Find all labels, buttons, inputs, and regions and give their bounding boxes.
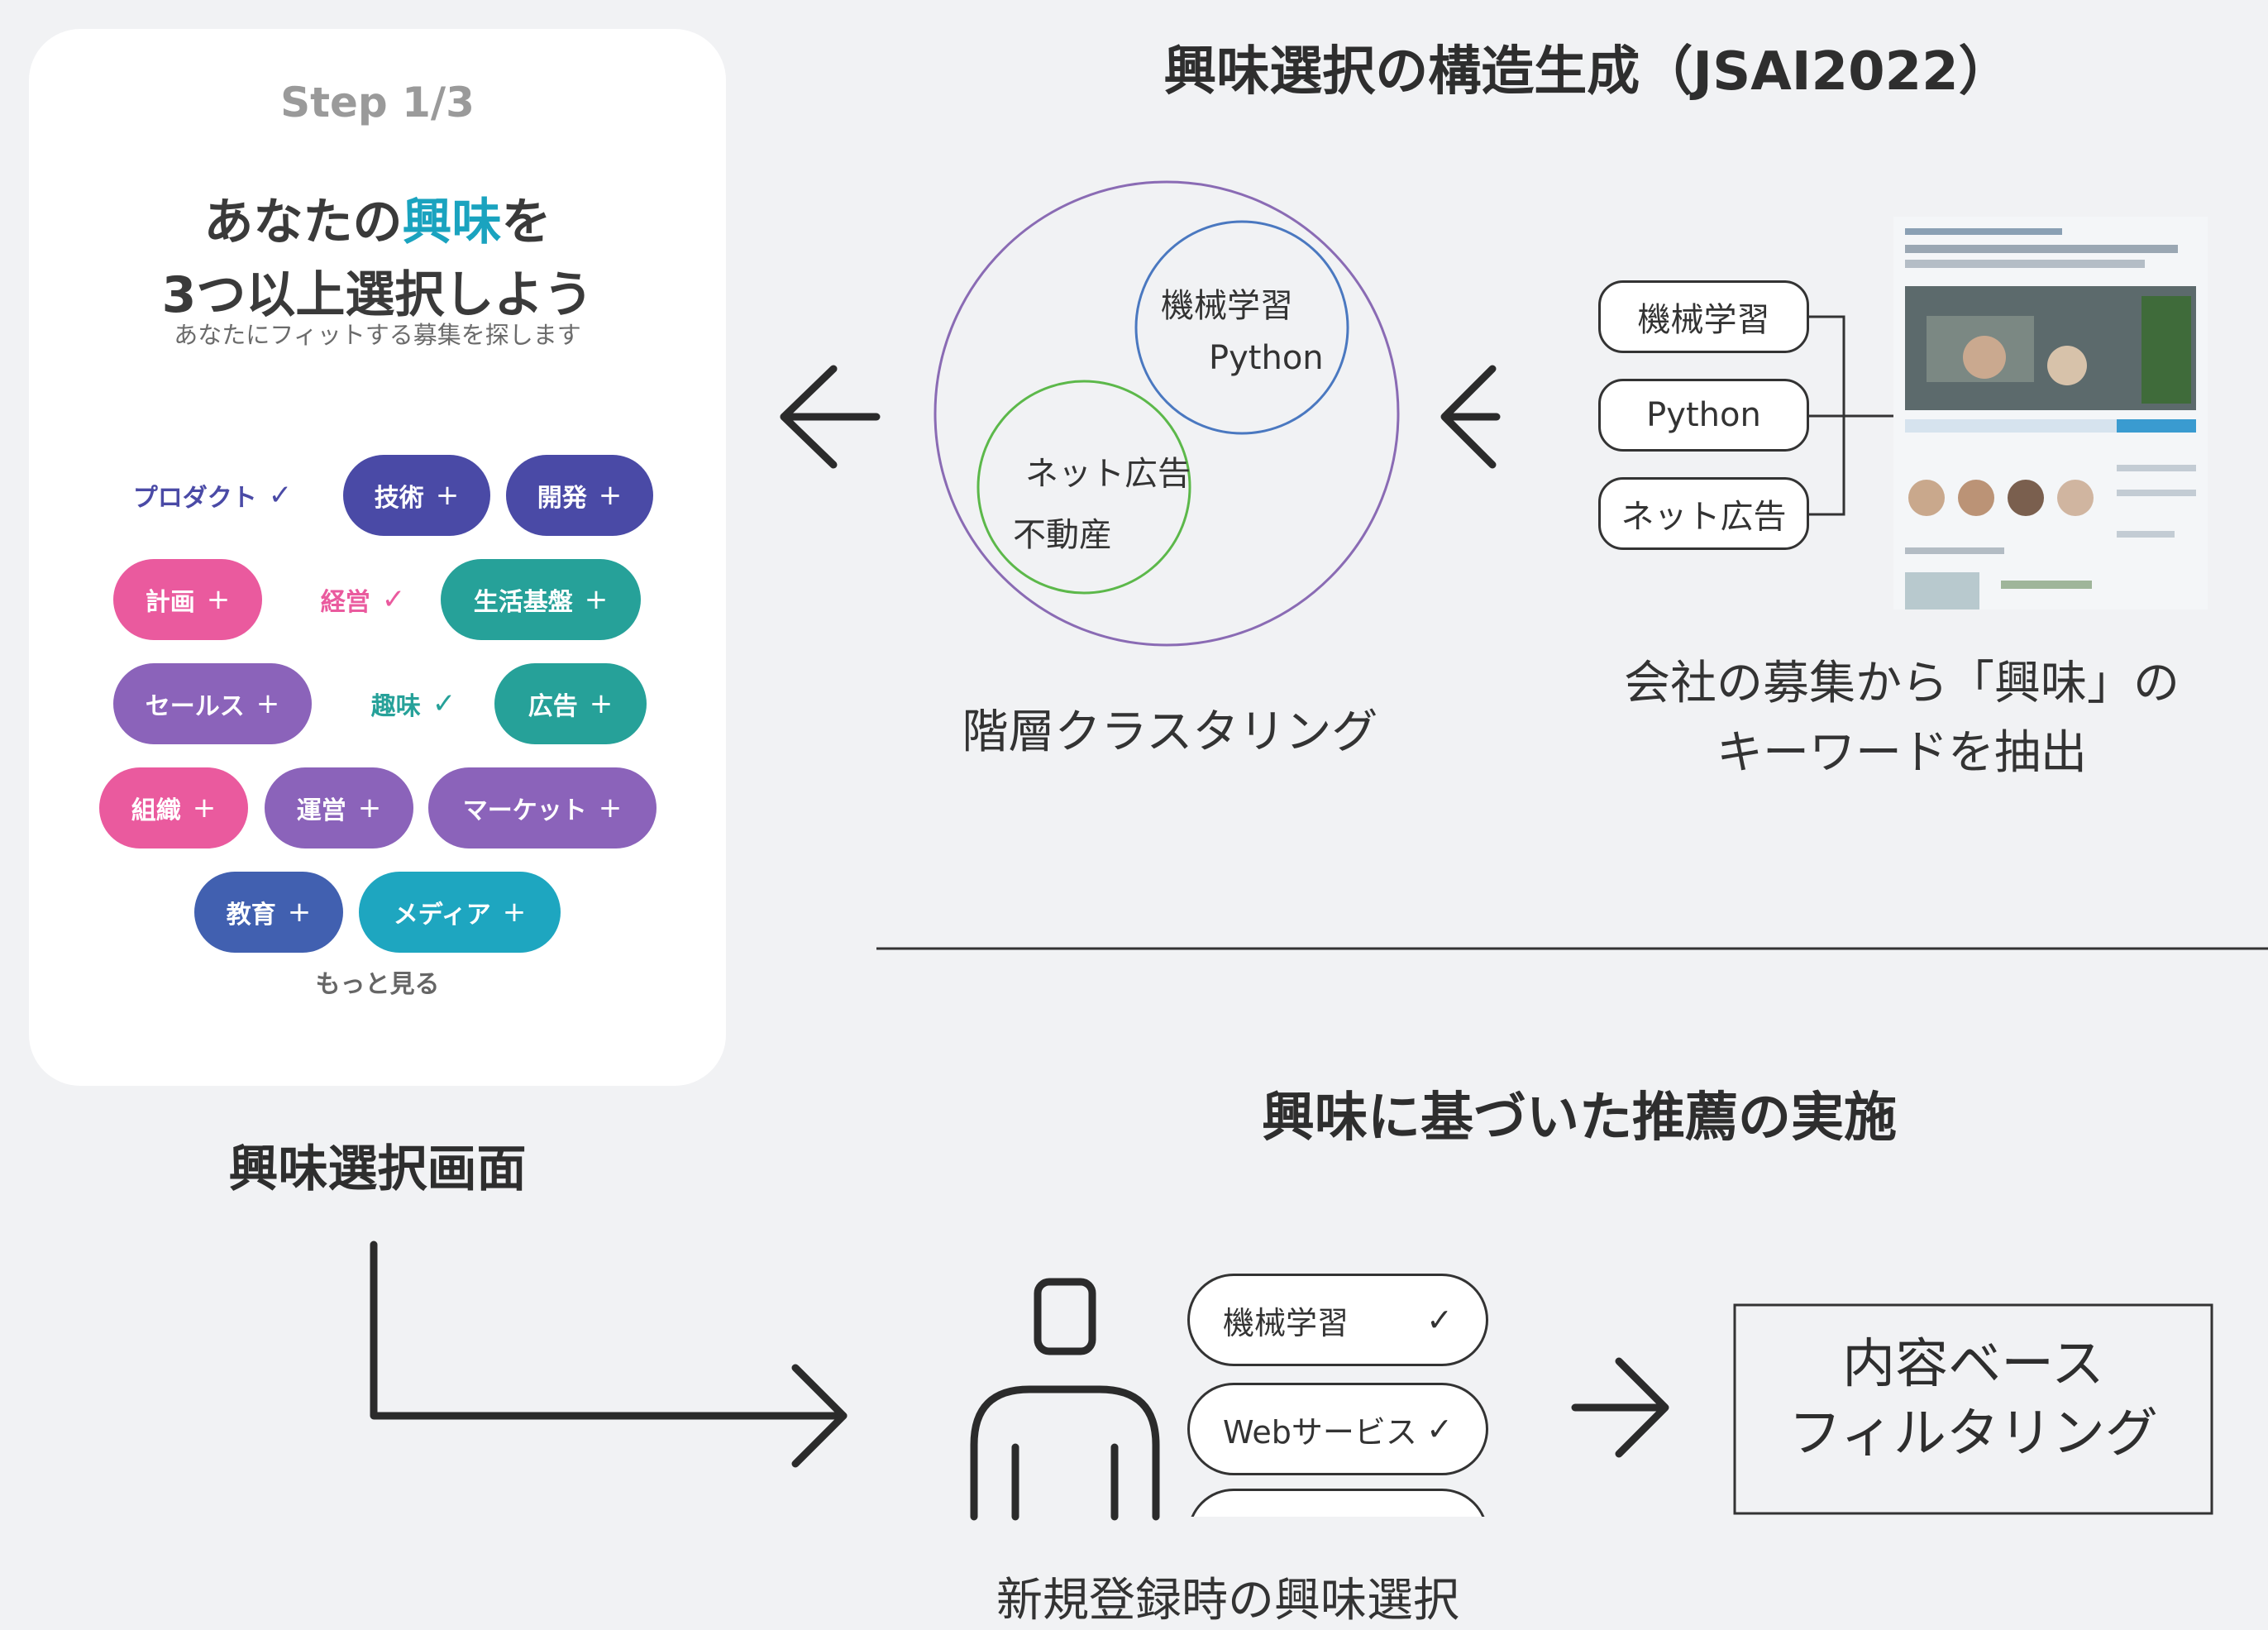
- check-icon: ✓: [381, 583, 406, 616]
- cluster-caption: 階層クラスタリング: [962, 705, 1378, 759]
- keyword-bracket: [1809, 315, 1893, 516]
- interest-chip[interactable]: 運営 +: [265, 767, 413, 848]
- plus-icon: +: [287, 896, 312, 929]
- extract-caption-line2: キーワードを抽出: [1717, 726, 2087, 780]
- arrow-left-icon-1: [780, 365, 881, 469]
- check-icon: ✓: [268, 479, 293, 512]
- plus-icon: +: [435, 479, 460, 512]
- cluster-a-circle: [1134, 220, 1349, 435]
- user-icon: [970, 1278, 1160, 1521]
- card-headline: あなたの興味を: [29, 182, 726, 254]
- interest-chip-label: 広告: [528, 692, 578, 721]
- card-subtitle: あなたにフィットする募集を探します: [174, 321, 581, 349]
- interest-chip[interactable]: セールス +: [113, 663, 312, 744]
- plus-icon: +: [589, 687, 614, 720]
- plus-icon: +: [357, 791, 382, 825]
- interest-chip-label: セールス: [145, 692, 245, 721]
- card-caption: 興味選択画面: [228, 1140, 527, 1198]
- circle-a-label-1: 機械学習: [1161, 287, 1293, 325]
- cluster-b-circle: [976, 380, 1191, 595]
- circle-b-label-2: 不動産: [1013, 516, 1112, 554]
- circle-b-label-1: ネット広告: [1025, 455, 1191, 493]
- chip-group: プロダクト ✓ 技術 + 開発 + 計画 + 経営 ✓ 生活基盤 + セールス + 趣味 ✓ 広告 + 組織 + 運営 +…: [29, 29, 726, 1086]
- interest-chip[interactable]: 開発 +: [506, 455, 653, 536]
- selected-interest-label-1: 機械学習: [1223, 1304, 1349, 1341]
- check-icon: ✓: [1426, 1302, 1453, 1338]
- interest-chip-label: 教育: [226, 901, 276, 930]
- headline-pre: あなたの: [203, 194, 403, 251]
- result-line2: フィルタリング: [1788, 1403, 2158, 1465]
- interest-chip[interactable]: 教育 +: [194, 872, 343, 953]
- card-headline-line2: 3つ以上選択しよう: [161, 266, 594, 324]
- plus-icon: +: [598, 791, 623, 825]
- interest-chip[interactable]: 広告 +: [494, 663, 647, 744]
- extract-caption-line1: 会社の募集から「興味」の: [1624, 657, 2180, 710]
- check-icon: ✓: [432, 687, 456, 720]
- show-more-link[interactable]: もっと見る: [315, 970, 440, 999]
- interest-chip[interactable]: マーケット +: [428, 767, 657, 848]
- interest-chip-label: 組織: [131, 796, 181, 825]
- interest-chip[interactable]: 趣味 ✓: [351, 663, 475, 744]
- interest-chip[interactable]: プロダクト ✓: [132, 455, 293, 536]
- interest-chip-label: 生活基盤: [473, 588, 573, 617]
- headline-post: を: [501, 194, 551, 251]
- interest-chip[interactable]: 計画 +: [113, 559, 262, 640]
- interest-chip-label: メディア: [393, 901, 491, 930]
- plus-icon: +: [192, 791, 217, 825]
- interest-chip-label: 経営: [320, 588, 370, 617]
- section1-title: 興味選択の構造生成（JSAI2022）: [1163, 41, 2012, 103]
- interest-chip[interactable]: 経営 ✓: [302, 559, 424, 640]
- interest-chip-label: マーケット: [462, 796, 587, 825]
- interest-chip[interactable]: 組織 +: [99, 767, 248, 848]
- interest-chip-label: 技術: [374, 484, 424, 513]
- cluster-outer-circle: [933, 180, 1400, 647]
- headline-accent: 興味: [402, 194, 502, 251]
- interest-chip-label: 趣味: [370, 692, 421, 721]
- interest-chip[interactable]: 技術 +: [343, 455, 490, 536]
- step-indicator: Step 1/3: [280, 79, 475, 127]
- interest-chip[interactable]: 生活基盤 +: [441, 559, 641, 640]
- job-posting-thumbnail: [1893, 217, 2208, 609]
- keyword-pill-1: 機械学習: [1598, 280, 1809, 353]
- selected-interest-label-2: Webサービス: [1223, 1413, 1417, 1451]
- result-line1: 内容ベース: [1842, 1334, 2104, 1395]
- result-box: [1733, 1303, 2213, 1515]
- selected-interest-pill-2: Webサービス ✓: [1187, 1383, 1488, 1475]
- plus-icon: +: [255, 687, 280, 720]
- arrow-right-icon: [1571, 1357, 1669, 1458]
- user-caption: 新規登録時の興味選択: [996, 1574, 1459, 1628]
- interest-chip-label: 運営: [296, 796, 346, 825]
- result-label: 内容ベース フィルタリング: [1735, 1330, 2212, 1469]
- interest-chip[interactable]: メディア +: [359, 872, 561, 953]
- interest-chip-label: 計画: [145, 588, 195, 617]
- extract-caption: 会社の募集から「興味」の キーワードを抽出: [1571, 649, 2232, 788]
- check-icon: ✓: [1426, 1411, 1453, 1447]
- plus-icon: +: [598, 479, 623, 512]
- selected-interest-pill-3-clipped: [1187, 1489, 1488, 1517]
- circle-a-label-2: Python: [1209, 339, 1324, 377]
- keyword-pill-2: Python: [1598, 379, 1809, 452]
- interest-chip-label: 開発: [537, 484, 587, 513]
- plus-icon: +: [584, 583, 609, 616]
- plus-icon: +: [502, 896, 527, 929]
- interest-selection-card: Step 1/3 あなたの興味を 3つ以上選択しよう あなたにフィットする募集を…: [29, 29, 726, 1086]
- arrow-left-icon-2: [1440, 365, 1501, 469]
- keyword-pill-3: ネット広告: [1598, 477, 1809, 550]
- plus-icon: +: [206, 583, 231, 616]
- interest-chip-label: プロダクト: [132, 484, 257, 513]
- section2-title: 興味に基づいた推薦の実施: [1262, 1087, 1897, 1149]
- selected-interest-pill-1: 機械学習 ✓: [1187, 1274, 1488, 1366]
- elbow-arrow-icon: [370, 1240, 848, 1468]
